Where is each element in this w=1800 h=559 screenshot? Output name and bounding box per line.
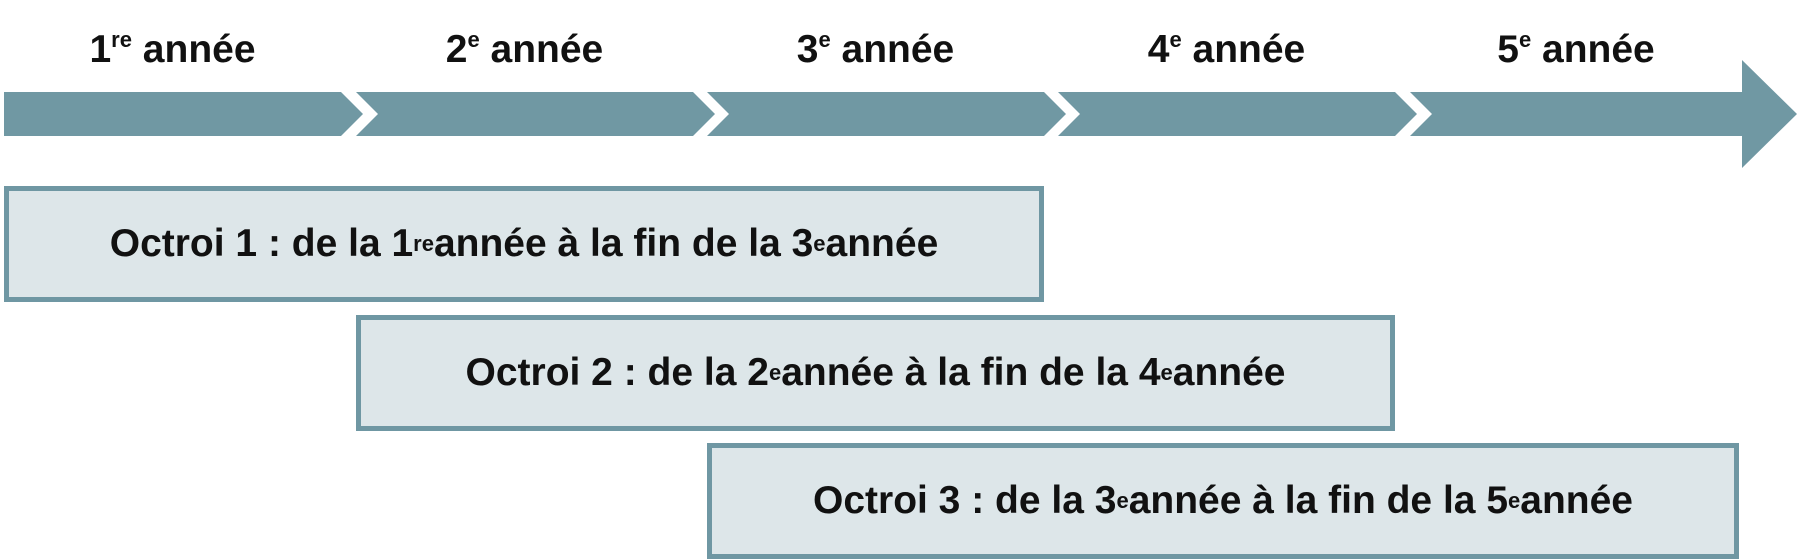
arrow-segment-5: [1410, 60, 1797, 168]
year-label-1: 1re année: [89, 27, 256, 71]
arrow-segment-1: [4, 92, 363, 136]
year-label-5: 5e année: [1497, 27, 1655, 71]
arrow-segment-4: [1058, 92, 1417, 136]
year-label-3: 3e année: [796, 27, 955, 71]
arrow-segment-3: [707, 92, 1066, 136]
year-label-2: 2e année: [445, 27, 604, 71]
timeline-arrow: [4, 60, 1797, 168]
arrow-segment-2: [356, 92, 715, 136]
year-label-4: 4e année: [1147, 27, 1306, 71]
